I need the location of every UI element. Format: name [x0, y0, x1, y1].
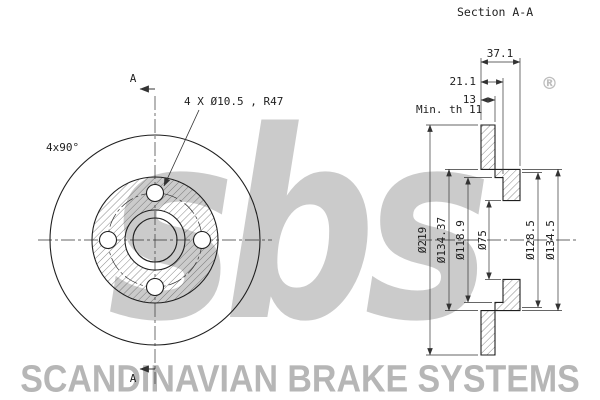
dim-diameter-118-9: Ø118.9	[454, 220, 467, 260]
section-title: Section A-A	[457, 5, 533, 19]
registered-trademark-icon: ®	[541, 74, 558, 94]
holes-callout-leader	[163, 109, 200, 187]
dim-diameter-134-37: Ø134.37	[435, 217, 448, 263]
section-upper-half	[480, 124, 521, 202]
bolt-hole-top	[145, 183, 165, 203]
dim-diameter-128-5: Ø128.5	[524, 220, 537, 260]
hub-hatched-ring	[92, 177, 218, 303]
dim-hat-depth: 21.1	[450, 75, 477, 88]
hub-inner-circle	[124, 209, 186, 271]
angle-callout-label: 4x90°	[46, 141, 79, 154]
section-lower-half	[480, 278, 521, 356]
section-view: Section A-A	[416, 5, 578, 356]
dim-total-width: 37.1	[487, 47, 514, 60]
watermark-footer-text: SCANDINAVIAN BRAKE SYSTEMS	[20, 358, 580, 400]
section-marker-bottom-label: A	[130, 372, 137, 385]
front-view: 4 X Ø10.5 , R47 4x90° A A	[38, 72, 283, 385]
dim-disc-thickness: 13	[463, 93, 476, 106]
bolt-hole-left	[98, 230, 118, 250]
bolt-hole-bottom	[145, 277, 165, 297]
section-marker-top-label: A	[130, 72, 137, 85]
dim-diameter-134-5: Ø134.5	[544, 220, 557, 260]
holes-callout-label: 4 X Ø10.5 , R47	[184, 95, 283, 108]
dimension-lines	[427, 59, 561, 356]
dim-bore-diameter: Ø75	[476, 230, 489, 250]
dim-min-thickness: Min. th 11	[416, 103, 482, 116]
hub-outer-circle	[91, 176, 219, 304]
disc-outer-circle	[49, 134, 261, 346]
center-bore-circle	[132, 217, 178, 263]
bolt-hole-right	[192, 230, 212, 250]
dim-outer-diameter: Ø219	[416, 227, 429, 254]
